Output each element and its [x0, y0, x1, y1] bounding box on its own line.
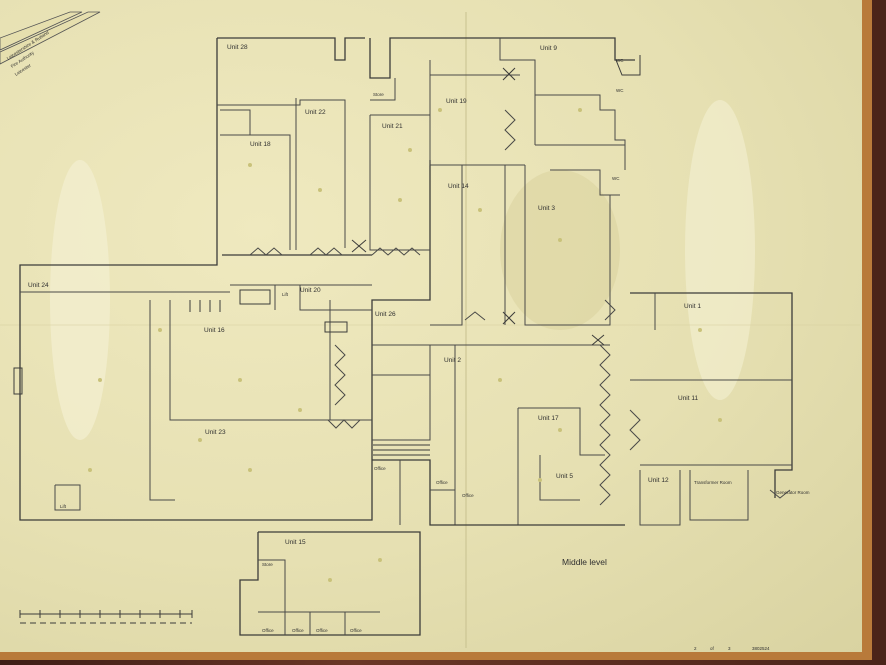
detector-points — [88, 108, 722, 582]
label-unit-20: Unit 20 — [300, 287, 321, 294]
label-store-1: Store — [373, 92, 384, 97]
label-unit-23: Unit 23 — [205, 429, 226, 436]
label-wc-2: WC — [616, 88, 624, 93]
label-office-7: Office — [350, 628, 362, 633]
label-transformer-room: Transformer Room — [694, 480, 732, 485]
floor-plan-sheet: Leicestershire & Rutland Fire Authority … — [0, 0, 862, 652]
label-unit-19: Unit 19 — [446, 98, 467, 105]
page-current: 2 — [694, 646, 697, 651]
scale-bar — [19, 610, 193, 624]
page-of: of — [710, 646, 715, 651]
label-office-6: Office — [316, 628, 328, 633]
label-unit-5: Unit 5 — [556, 473, 573, 480]
label-wc-3: WC — [612, 176, 620, 181]
authority-stamp: Leicestershire & Rutland Fire Authority … — [0, 11, 101, 77]
label-office-3: Office — [462, 493, 474, 498]
drawing-number: 3802524 — [752, 646, 770, 651]
label-unit-28: Unit 28 — [227, 44, 248, 51]
level-label: Middle level — [562, 557, 607, 567]
label-generator-room: Generator Room — [776, 490, 810, 495]
label-unit-26: Unit 26 — [375, 311, 396, 318]
label-office-5: Office — [292, 628, 304, 633]
label-lift-1: Lift — [282, 292, 289, 297]
label-unit-17: Unit 17 — [538, 415, 559, 422]
label-unit-1: Unit 1 — [684, 303, 701, 310]
label-store-2: Store — [262, 562, 273, 567]
label-unit-11: Unit 11 — [678, 395, 698, 402]
label-office-4: Office — [262, 628, 274, 633]
label-lift-2: Lift — [60, 504, 67, 509]
label-unit-15: Unit 15 — [285, 539, 306, 546]
label-unit-22: Unit 22 — [305, 109, 326, 116]
label-unit-2: Unit 2 — [444, 357, 461, 364]
label-wc-1: WC — [616, 58, 624, 63]
door-markers — [13, 55, 641, 456]
label-unit-9: Unit 9 — [540, 45, 557, 52]
label-unit-18: Unit 18 — [250, 141, 271, 148]
label-unit-21: Unit 21 — [382, 123, 403, 130]
label-office-1: Office — [374, 466, 386, 471]
floor-plan-drawing: Leicestershire & Rutland Fire Authority … — [0, 11, 860, 651]
label-unit-24: Unit 24 — [28, 282, 49, 289]
label-unit-12: Unit 12 — [648, 477, 669, 484]
stair-symbols — [249, 109, 791, 506]
building-walls — [19, 37, 793, 636]
label-unit-14: Unit 14 — [448, 183, 469, 190]
frame-mat: Leicestershire & Rutland Fire Authority … — [0, 0, 872, 660]
page-total: 3 — [728, 646, 731, 651]
label-unit-16: Unit 16 — [204, 327, 225, 334]
label-unit-3: Unit 3 — [538, 205, 555, 212]
label-office-2: Office — [436, 480, 448, 485]
